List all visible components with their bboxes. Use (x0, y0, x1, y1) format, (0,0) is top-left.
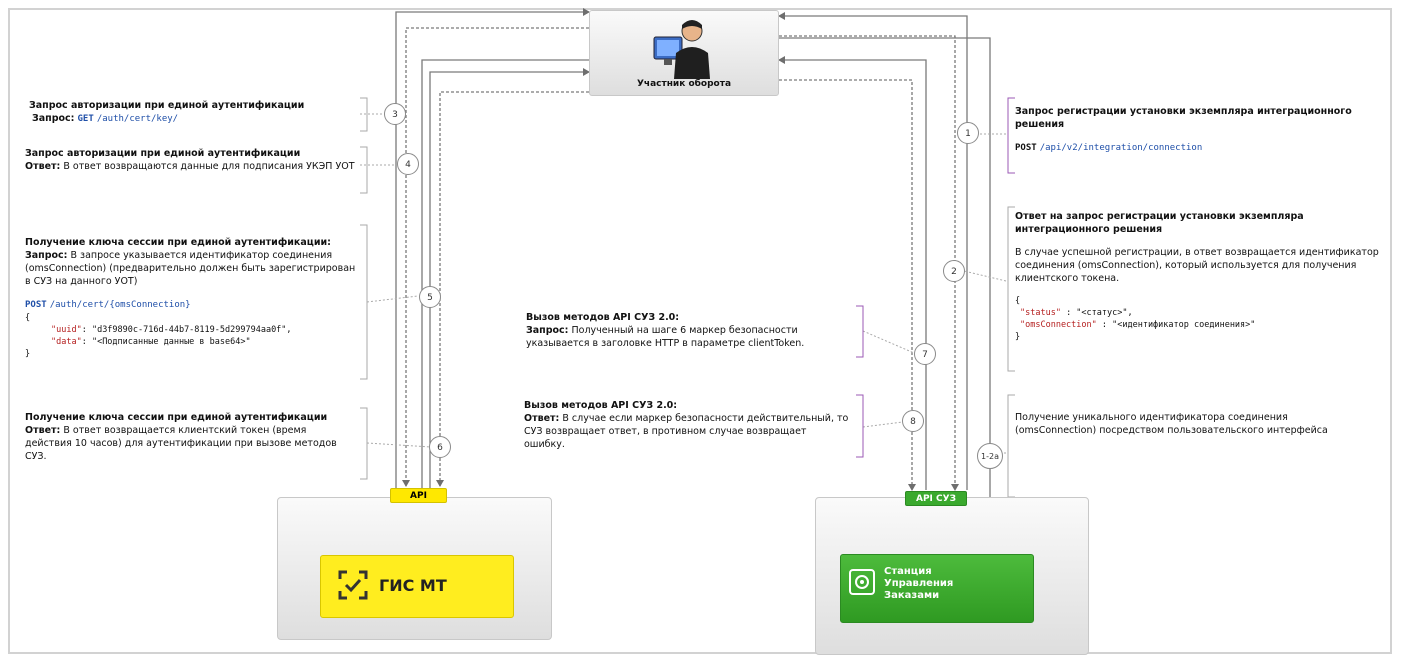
note-2-val-oms: : "<идентификатор соединения>" (1096, 320, 1256, 330)
user-at-computer-icon (653, 20, 710, 79)
step-3-circle: 3 (384, 103, 406, 125)
note-8-text: В случае если маркер безопасности действ… (524, 413, 849, 450)
note-step-1: Запрос регистрации установки экземпляра … (1015, 105, 1385, 155)
flow-2-line (779, 35, 959, 491)
suz-name-line-2: Управления (884, 578, 954, 589)
flow-3-line (395, 8, 590, 488)
gis-mt-block: ГИС МТ (320, 555, 514, 618)
note-step-7: Вызов методов API СУЗ 2.0: Запрос: Получ… (526, 311, 851, 350)
note-5-val-uuid: : "d3f9890c-716d-44b7-8119-5d299794aa0f"… (81, 325, 292, 335)
step-4-circle: 4 (397, 153, 419, 175)
note-3-path: /auth/cert/key/ (96, 114, 179, 124)
flow-8-line (779, 79, 916, 491)
step-1-2a-circle: 1-2a (977, 443, 1003, 469)
note-step-5: Получение ключа сессии при единой аутент… (25, 236, 360, 360)
note-5-brace-close: } (25, 349, 31, 359)
gis-api-badge: API (390, 488, 447, 503)
note-7-label: Запрос: (526, 325, 569, 336)
participant-label: Участник оборота (636, 79, 732, 89)
note-2-val-status: : "<статус>", (1060, 308, 1133, 318)
note-7-title: Вызов методов API СУЗ 2.0: (526, 312, 680, 323)
flow-4-line (402, 27, 589, 487)
suz-api-badge: API СУЗ (905, 491, 967, 506)
note-7-text: Полученный на шаге 6 маркер безопасности… (526, 325, 805, 349)
step-8-circle: 8 (902, 410, 924, 432)
note-1-path: /api/v2/integration/connection (1039, 143, 1203, 153)
station-icon (849, 569, 875, 595)
note-5-title: Получение ключа сессии при единой аутент… (25, 237, 331, 248)
note-5-text: В запросе указывается идентификатор соед… (25, 250, 356, 287)
note-6-label: Ответ: (25, 425, 61, 436)
note-5-val-data: : "<Подписанные данные в base64>" (81, 337, 251, 347)
note-2-brace-close: } (1015, 332, 1021, 342)
step-5-circle: 5 (419, 286, 441, 308)
note-5-path: /auth/cert/{omsConnection} (49, 300, 191, 310)
diagram-frame (8, 8, 1392, 654)
gis-mt-name: ГИС МТ (379, 576, 447, 595)
step-6-circle: 6 (429, 436, 451, 458)
note-6-text: В ответ возвращается клиентский токен (в… (25, 425, 337, 462)
note-step-3: Запрос авторизации при единой аутентифик… (29, 99, 359, 126)
note-2-title: Ответ на запрос регистрации установки эк… (1015, 211, 1304, 235)
note-8-label: Ответ: (524, 413, 560, 424)
note-5-key-uuid: "uuid" (51, 325, 82, 335)
suz-block: Станция Управления Заказами (840, 554, 1034, 623)
flow-12a-line (779, 37, 994, 553)
note-4-label: Ответ: (25, 161, 61, 172)
note-3-method: GET (77, 114, 94, 124)
checkmark-scan-icon (338, 570, 368, 600)
note-3-title: Запрос авторизации при единой аутентифик… (29, 100, 305, 111)
suz-name-line-1: Станция (884, 566, 932, 577)
note-5-key-data: "data" (51, 337, 82, 347)
note-8-title: Вызов методов API СУЗ 2.0: (524, 400, 678, 411)
step-7-circle: 7 (914, 343, 936, 365)
step-1-circle: 1 (957, 122, 979, 144)
note-5-brace-open: { (25, 313, 31, 323)
note-5-label: Запрос: (25, 250, 68, 261)
step-2-circle: 2 (943, 260, 965, 282)
flow-6-line (436, 91, 589, 487)
note-2-key-oms: "omsConnection" (1020, 320, 1097, 330)
note-12a-text: Получение уникального идентификатора сое… (1015, 412, 1328, 436)
note-step-1-2a: Получение уникального идентификатора сое… (1015, 411, 1345, 437)
flow-1-line (778, 12, 968, 490)
suz-name-line-3: Заказами (884, 590, 940, 601)
note-2-text: В случае успешной регистрации, в ответ в… (1015, 247, 1379, 284)
note-1-title: Запрос регистрации установки экземпляра … (1015, 106, 1352, 130)
note-step-2: Ответ на запрос регистрации установки эк… (1015, 210, 1380, 343)
note-6-title: Получение ключа сессии при единой аутент… (25, 412, 328, 423)
note-step-6: Получение ключа сессии при единой аутент… (25, 411, 350, 463)
note-4-title: Запрос авторизации при единой аутентифик… (25, 148, 301, 159)
note-step-8: Вызов методов API СУЗ 2.0: Ответ: В случ… (524, 399, 849, 451)
note-3-req-label: Запрос: (32, 113, 75, 124)
note-5-method: POST (25, 300, 47, 310)
note-4-text: В ответ возвращаются данные для подписан… (63, 161, 355, 172)
flow-5b-line (429, 68, 590, 488)
note-step-4: Запрос авторизации при единой аутентифик… (25, 147, 355, 173)
note-1-method: POST (1015, 143, 1037, 153)
flow-5-line (421, 59, 589, 488)
note-2-key-status: "status" (1020, 308, 1061, 318)
note-2-brace-open: { (1015, 296, 1021, 306)
participant-box: Участник оборота (589, 10, 779, 96)
